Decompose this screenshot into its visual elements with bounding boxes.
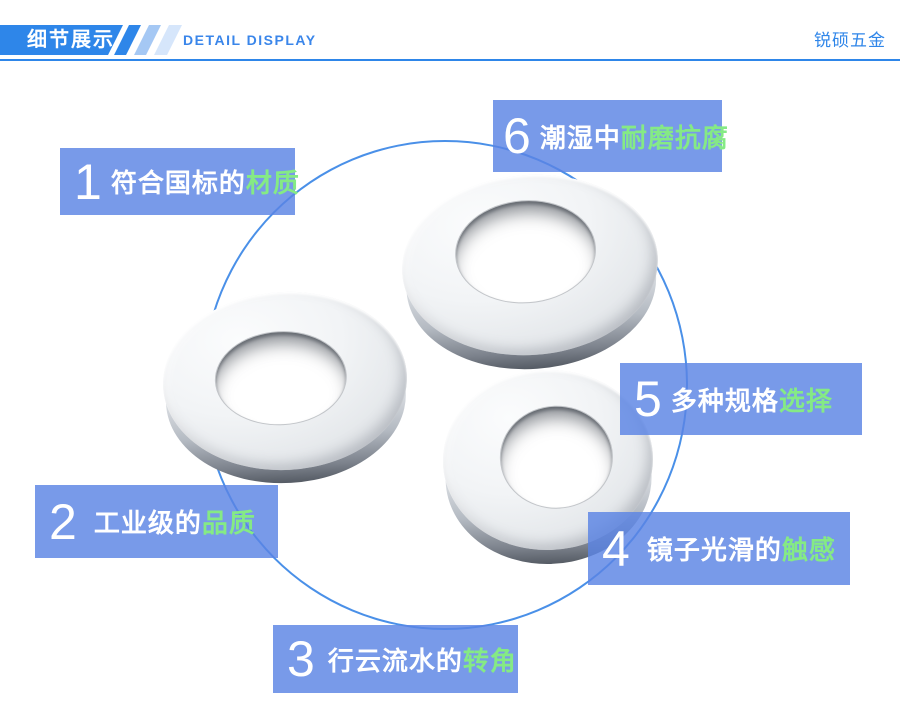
feature-callout-6: 6 潮湿中耐磨抗腐 (493, 100, 728, 172)
feature-text: 工业级的品质 (94, 503, 256, 540)
brand-name: 锐硕五金 (814, 31, 886, 50)
feature-text-white: 行云流水的 (327, 645, 463, 676)
feature-text-green: 材质 (245, 168, 300, 198)
feature-text: 行云流水的转角 (328, 641, 517, 678)
feature-callout-2: 2 工业级的品质 (35, 485, 278, 558)
feature-text-white: 镜子光滑的 (646, 535, 782, 565)
feature-number: 4 (602, 520, 630, 577)
feature-number: 2 (49, 493, 77, 550)
feature-text-white: 工业级的 (93, 508, 202, 538)
header-divider (0, 59, 900, 61)
washer-photo-left (158, 285, 412, 490)
feature-text-green: 品质 (201, 508, 256, 538)
feature-text: 潮湿中耐磨抗腐 (540, 118, 729, 155)
section-title-en: DETAIL DISPLAY (183, 32, 317, 48)
washer-photo-top (396, 166, 664, 377)
feature-callout-1: 1 符合国标的材质 (60, 148, 299, 215)
feature-text-white: 符合国标的 (110, 168, 246, 198)
feature-text: 符合国标的材质 (111, 163, 300, 200)
feature-text-green: 触感 (781, 535, 836, 565)
feature-callout-4: 4 镜子光滑的触感 (588, 512, 850, 585)
feature-text: 多种规格选择 (671, 381, 833, 418)
feature-text-green: 转角 (462, 645, 517, 676)
section-title-cn: 细节展示 (27, 29, 115, 51)
feature-callout-3: 3 行云流水的转角 (273, 625, 518, 693)
feature-text: 镜子光滑的触感 (647, 530, 836, 567)
feature-callout-5: 5 多种规格选择 (620, 363, 862, 435)
feature-text-green: 耐磨抗腐 (620, 122, 729, 153)
feature-text-green: 选择 (778, 385, 833, 416)
feature-number: 3 (287, 631, 315, 687)
feature-number: 1 (74, 153, 102, 210)
feature-number: 5 (634, 371, 662, 427)
feature-number: 6 (503, 108, 531, 164)
feature-text-white: 多种规格 (670, 385, 779, 416)
feature-text-white: 潮湿中 (539, 122, 621, 153)
